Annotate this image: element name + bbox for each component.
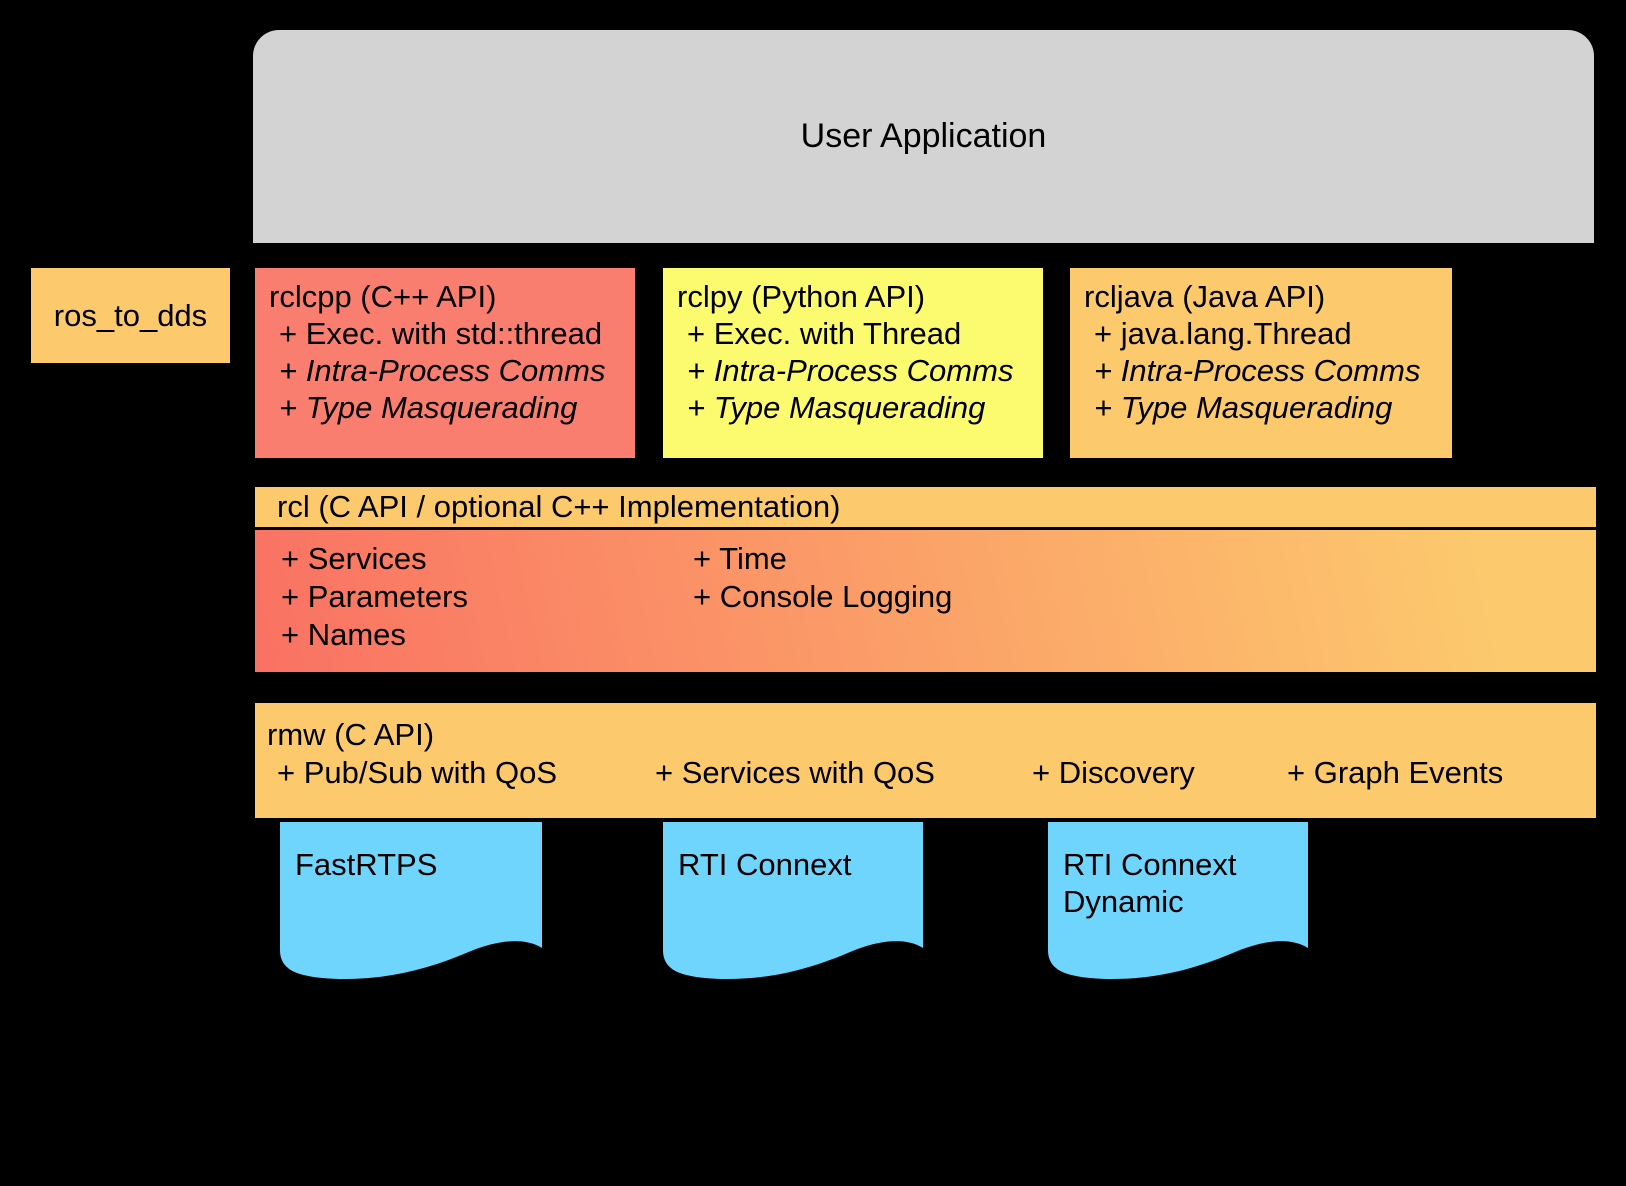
document-shape bbox=[663, 822, 923, 979]
document-shape bbox=[1048, 822, 1308, 979]
rcl-feature-column-1: + Services + Parameters + Names bbox=[281, 540, 468, 654]
rcl-feature: + Names bbox=[281, 617, 406, 652]
rclcpp-title: rclcpp (C++ API) bbox=[269, 279, 497, 314]
rti-connext-dynamic-box: RTI Connext Dynamic bbox=[1048, 822, 1308, 982]
ros-to-dds-label: ros_to_dds bbox=[53, 297, 208, 333]
rmw-feature: + Pub/Sub with QoS bbox=[277, 755, 558, 790]
rmw-feature: + Graph Events bbox=[1287, 755, 1504, 790]
rcl-box: rcl (C API / optional C++ Implementation… bbox=[255, 487, 1596, 672]
rclpy-feature: + Intra-Process Comms bbox=[687, 353, 1014, 388]
rclpy-box: rclpy (Python API) + Exec. with Thread +… bbox=[663, 268, 1043, 458]
rti-connext-dynamic-label: RTI Connext Dynamic bbox=[1063, 847, 1237, 919]
rmw-title: rmw (C API) bbox=[267, 717, 435, 752]
rcl-feature: + Console Logging bbox=[693, 579, 953, 614]
rcl-feature-column-2: + Time + Console Logging bbox=[693, 540, 952, 616]
rcljava-box: rcljava (Java API) + java.lang.Thread + … bbox=[1070, 268, 1452, 458]
ros-to-dds-box: ros_to_dds bbox=[31, 268, 230, 363]
rclpy-title: rclpy (Python API) bbox=[677, 279, 926, 314]
document-shape bbox=[280, 822, 542, 979]
user-application-label: User Application bbox=[800, 117, 1047, 155]
rcl-header: rcl (C API / optional C++ Implementation… bbox=[255, 487, 1596, 530]
rcl-body: + Services + Parameters + Names + Time +… bbox=[255, 530, 1596, 672]
rmw-feature: + Discovery bbox=[1032, 755, 1195, 790]
rcl-feature: + Time bbox=[693, 541, 787, 576]
user-application-box: User Application bbox=[253, 30, 1594, 243]
rcl-feature: + Services bbox=[281, 541, 427, 576]
fastrtps-label: FastRTPS bbox=[295, 847, 438, 882]
rclcpp-box: rclcpp (C++ API) + Exec. with std::threa… bbox=[255, 268, 635, 458]
rcl-header-label: rcl (C API / optional C++ Implementation… bbox=[277, 489, 841, 524]
rcljava-feature: + Type Masquerading bbox=[1094, 390, 1393, 425]
rclcpp-feature: + Type Masquerading bbox=[279, 390, 578, 425]
fastrtps-box: FastRTPS bbox=[280, 822, 542, 982]
rclcpp-feature: + Intra-Process Comms bbox=[279, 353, 606, 388]
rmw-box: rmw (C API) + Pub/Sub with QoS + Service… bbox=[255, 703, 1596, 818]
rcljava-feature: + java.lang.Thread bbox=[1094, 316, 1352, 351]
rti-connext-box: RTI Connext bbox=[663, 822, 923, 982]
rclcpp-feature: + Exec. with std::thread bbox=[279, 316, 603, 351]
rmw-feature: + Services with QoS bbox=[655, 755, 935, 790]
rti-connext-label: RTI Connext bbox=[678, 847, 852, 882]
rclpy-feature: + Type Masquerading bbox=[687, 390, 986, 425]
rclpy-feature: + Exec. with Thread bbox=[687, 316, 962, 351]
rcljava-title: rcljava (Java API) bbox=[1084, 279, 1326, 314]
rcljava-feature: + Intra-Process Comms bbox=[1094, 353, 1421, 388]
rcl-feature: + Parameters bbox=[281, 579, 468, 614]
